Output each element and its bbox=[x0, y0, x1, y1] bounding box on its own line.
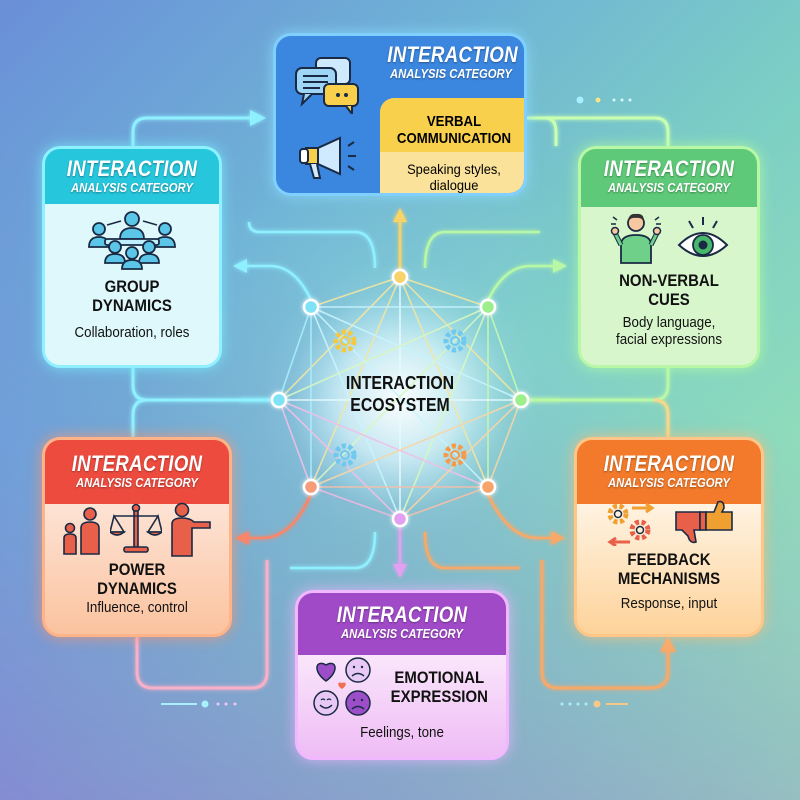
card-title-line1: FEEDBACK bbox=[627, 550, 711, 569]
card-connectors bbox=[131, 110, 676, 690]
card-non-verbal-cues[interactable]: INTERACTION ANALYSIS CATEGORY bbox=[578, 146, 760, 368]
card-title-line2: DYNAMICS bbox=[97, 579, 177, 598]
card-header: INTERACTION ANALYSIS CATEGORY bbox=[376, 42, 524, 82]
card-title-line2: DYNAMICS bbox=[92, 296, 172, 315]
card-body: EMOTIONAL EXPRESSION Feelings, tone bbox=[298, 655, 506, 742]
card-header-subtitle: ANALYSIS CATEGORY bbox=[76, 476, 198, 490]
card-header-subtitle: ANALYSIS CATEGORY bbox=[390, 67, 512, 81]
card-header-subtitle: ANALYSIS CATEGORY bbox=[341, 627, 463, 641]
node-top-left bbox=[302, 298, 320, 316]
node-bottom bbox=[391, 510, 409, 528]
node-top bbox=[391, 268, 409, 286]
node-top-right bbox=[479, 298, 497, 316]
card-header-title: INTERACTION bbox=[336, 602, 468, 627]
card-description-line1: Body language, bbox=[622, 315, 716, 331]
card-body: NON-VERBAL CUES Body language, facial ex… bbox=[581, 211, 757, 349]
card-description: Feelings, tone bbox=[360, 725, 444, 741]
radial-arrows bbox=[233, 208, 567, 578]
group-meeting-icon bbox=[88, 211, 176, 270]
card-title-line1: POWER bbox=[108, 560, 166, 579]
megaphone-icon bbox=[299, 136, 356, 179]
card-header: INTERACTION ANALYSIS CATEGORY bbox=[581, 149, 757, 196]
card-header-title: INTERACTION bbox=[603, 451, 735, 476]
emotion-faces-icon bbox=[312, 657, 371, 716]
card-description: Collaboration, roles bbox=[74, 325, 190, 341]
card-title-line2: EXPRESSION bbox=[390, 687, 488, 706]
card-header-title: INTERACTION bbox=[71, 451, 203, 476]
card-header-subtitle: ANALYSIS CATEGORY bbox=[608, 476, 730, 490]
card-body: FEEDBACK MECHANISMS Response, input bbox=[577, 500, 761, 613]
card-header: INTERACTION ANALYSIS CATEGORY bbox=[45, 440, 229, 491]
card-header-title: INTERACTION bbox=[66, 156, 198, 181]
node-right bbox=[512, 391, 530, 409]
card-title: VERBAL COMMUNICATION bbox=[380, 98, 524, 147]
node-bottom-left bbox=[302, 478, 320, 496]
card-verbal-communication[interactable]: INTERACTION ANALYSIS CATEGORY VERBAL COM… bbox=[273, 33, 527, 196]
card-title-line1: NON-VERBAL bbox=[619, 271, 719, 290]
card-title: GROUP DYNAMICS bbox=[45, 277, 219, 315]
gears-arrows-icon bbox=[607, 502, 655, 546]
scales-icon bbox=[110, 503, 162, 553]
card-title-line2: CUES bbox=[648, 290, 690, 309]
decorative-dots bbox=[161, 96, 632, 708]
card-title: EMOTIONAL EXPRESSION bbox=[384, 668, 495, 706]
card-description: Response, input bbox=[620, 596, 718, 612]
card-header: INTERACTION ANALYSIS CATEGORY bbox=[298, 593, 506, 642]
card-title-line2: MECHANISMS bbox=[617, 569, 721, 588]
card-body: GROUP DYNAMICS Collaboration, roles bbox=[45, 209, 219, 342]
card-emotional-expression[interactable]: INTERACTION ANALYSIS CATEGORY EMOTIONAL … bbox=[295, 590, 509, 760]
center-title-line1: INTERACTION bbox=[345, 373, 455, 393]
card-header-title: INTERACTION bbox=[603, 156, 735, 181]
card-description-line2: dialogue bbox=[429, 177, 479, 193]
network-nodes bbox=[270, 268, 530, 528]
card-title-line1: VERBAL bbox=[426, 113, 482, 130]
card-description: Influence, control bbox=[86, 600, 188, 616]
network-mesh bbox=[278, 276, 522, 520]
gesturing-person-icon bbox=[610, 213, 662, 264]
card-group-dynamics[interactable]: INTERACTION ANALYSIS CATEGORY GROUP DYNA… bbox=[42, 146, 222, 368]
center-title-line2: ECOSYSTEM bbox=[350, 395, 450, 415]
card-body: POWER DYNAMICS Influence, control bbox=[45, 502, 229, 617]
card-title-line2: COMMUNICATION bbox=[396, 130, 512, 147]
card-title-line1: GROUP bbox=[104, 277, 160, 296]
card-header: INTERACTION ANALYSIS CATEGORY bbox=[577, 440, 761, 491]
center-title: INTERACTION ECOSYSTEM bbox=[321, 372, 479, 416]
card-description: Speaking styles, dialogue bbox=[380, 147, 524, 193]
pointing-person-icon bbox=[171, 502, 211, 557]
card-body: VERBAL COMMUNICATION Speaking styles, di… bbox=[380, 98, 524, 193]
gear-icons bbox=[333, 329, 467, 467]
card-header-subtitle: ANALYSIS CATEGORY bbox=[71, 181, 193, 195]
node-left bbox=[270, 391, 288, 409]
card-title: NON-VERBAL CUES bbox=[581, 271, 757, 309]
thumbs-up-down-icon bbox=[675, 500, 733, 544]
card-title: POWER DYNAMICS bbox=[45, 560, 229, 598]
card-power-dynamics[interactable]: INTERACTION ANALYSIS CATEGORY bbox=[42, 437, 232, 637]
card-header-subtitle: ANALYSIS CATEGORY bbox=[608, 181, 730, 195]
people-icon bbox=[63, 507, 100, 555]
card-title-line1: EMOTIONAL bbox=[394, 668, 484, 687]
card-description-line1: Speaking styles, bbox=[407, 161, 501, 177]
card-header: INTERACTION ANALYSIS CATEGORY bbox=[45, 149, 219, 196]
speech-bubbles-icon bbox=[295, 57, 359, 114]
card-description: Body language, facial expressions bbox=[581, 315, 757, 349]
card-header-title: INTERACTION bbox=[387, 42, 518, 67]
node-bottom-right bbox=[479, 478, 497, 496]
eye-icon bbox=[677, 217, 729, 257]
card-title: FEEDBACK MECHANISMS bbox=[577, 550, 761, 588]
card-description-line2: facial expressions bbox=[615, 332, 723, 348]
card-feedback-mechanisms[interactable]: INTERACTION ANALYSIS CATEGORY FEEDBACK M… bbox=[574, 437, 764, 637]
